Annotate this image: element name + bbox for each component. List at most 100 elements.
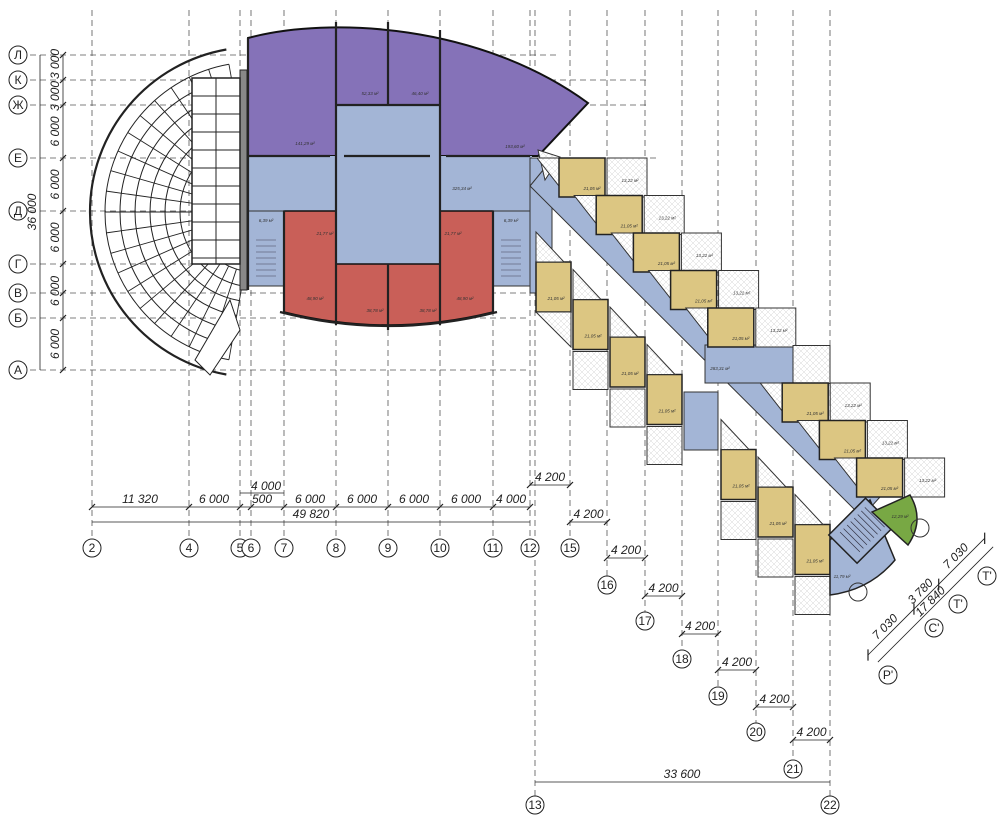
- dim-col-total: 49 820: [293, 507, 330, 521]
- corridor-bay: [704, 344, 794, 384]
- balcony: [794, 576, 831, 615]
- dim-wing-total: 33 600: [664, 767, 701, 781]
- balcony-area-label: 13,22 м²: [919, 478, 937, 483]
- row-axis-label: Б: [14, 311, 22, 325]
- dim-tick: [641, 554, 649, 562]
- axis-diag-bubble: [977, 566, 997, 586]
- facade-wall: [239, 69, 248, 291]
- dim-tick: [789, 703, 797, 711]
- column-axis-label: 11: [487, 541, 500, 555]
- dim-tick: [59, 76, 67, 84]
- dim-tick: [59, 51, 67, 59]
- dim-col-g: 6 000: [451, 492, 481, 506]
- row-axis-bubble: [8, 45, 28, 65]
- bathroom: [609, 305, 640, 338]
- dim-col-c-top: 4 000: [251, 479, 281, 493]
- column-axis-label: 6: [248, 541, 255, 555]
- diag-axis-bubbles: Р' С' Т' Т': [878, 566, 997, 685]
- dim-tick: [59, 207, 67, 215]
- dim-tick: [59, 260, 67, 268]
- balcony: [829, 382, 871, 423]
- area-purple-right: 193,60 м²: [505, 144, 525, 149]
- end-stair-block: 12,29 м² 11,79 м²: [827, 494, 930, 602]
- door-swing: [910, 518, 930, 538]
- area-stair-left: 6,39 м²: [259, 218, 274, 223]
- balcony: [534, 311, 572, 349]
- area-red-small-left: 21,77 м²: [315, 231, 334, 236]
- row-axis-bubble: [8, 70, 28, 90]
- column-axis-label: 22: [823, 798, 837, 812]
- dim-tick: [526, 503, 534, 511]
- bathroom: [646, 343, 677, 375]
- column-axis-bubble: [274, 538, 294, 558]
- row-axis-bubble: [8, 148, 28, 168]
- column-axis-bubble: [179, 538, 199, 558]
- column-axis-bubble: [820, 795, 840, 815]
- balcony-area-label: 13,22 м²: [770, 328, 788, 333]
- unit-area-label: 21,05 м²: [880, 486, 899, 491]
- unit-area-label: 21,05 м²: [731, 336, 750, 341]
- dim-row-segment: 6 000: [48, 329, 62, 359]
- corridor-bay-lower: [683, 391, 719, 451]
- door-swing: [848, 582, 868, 602]
- dim-col-d: 6 000: [295, 492, 325, 506]
- dim-tick: [826, 736, 834, 744]
- balcony: [720, 501, 757, 540]
- column-axis-label: 5: [237, 541, 244, 555]
- unit-area-label: 21,05 м²: [843, 449, 862, 454]
- dim-tick: [641, 592, 649, 600]
- bathroom: [535, 230, 566, 263]
- dim-tick: [489, 503, 497, 511]
- dim-col-f: 6 000: [399, 492, 429, 506]
- balcony: [755, 307, 797, 348]
- dim-tick: [603, 518, 611, 526]
- column-axis-label: 20: [749, 725, 763, 739]
- row-axis-label: А: [14, 363, 22, 377]
- row-axis-bubble: [8, 283, 28, 303]
- dim-tick: [280, 503, 288, 511]
- area-purple-mid2: 46,40 м²: [411, 91, 429, 96]
- seating-radial-line: [110, 170, 198, 196]
- axis-diag-3: Т': [982, 569, 992, 583]
- row-axis-bubble: [8, 201, 28, 221]
- column-axis-label: 16: [600, 578, 614, 592]
- dim-step-label: 4 200: [796, 725, 826, 739]
- area-red-mid2: 38,78 м²: [419, 308, 437, 313]
- residential-wing: 21,05 м² 13,22 м² 21,05 м² 13,22 м² 21,05 м²…: [529, 149, 946, 615]
- walls: [246, 22, 530, 330]
- seating-radial-line: [117, 235, 201, 274]
- axis-diag-bubble: [924, 618, 944, 638]
- dim-tick: [789, 736, 797, 744]
- unit-area-label: 21,05 м²: [620, 224, 639, 229]
- unit-area-label: 21,05 м²: [583, 334, 602, 339]
- bathroom: [720, 418, 751, 450]
- dim-tick: [88, 503, 96, 511]
- dim-tick: [678, 630, 686, 638]
- balcony-area-label: 13,22 м²: [621, 178, 639, 183]
- column-axis-label: 8: [333, 541, 340, 555]
- bathroom: [757, 455, 788, 488]
- axis-diag-bubble: [878, 665, 898, 685]
- balcony: [680, 232, 722, 273]
- unit-area-label: 21,05 м²: [620, 371, 639, 376]
- column-axis-label: 21: [786, 762, 800, 776]
- unit-area-label: 21,05 м²: [806, 411, 825, 416]
- area-stair-right: 6,39 м²: [504, 218, 519, 223]
- row-axis-label: Е: [14, 151, 22, 165]
- unit-room: [757, 486, 794, 538]
- dim-tick: [332, 503, 340, 511]
- column-axis-bubble: [746, 722, 766, 742]
- auditorium-exit: [194, 298, 241, 376]
- area-corridor: 283,31 м²: [709, 366, 730, 371]
- dim-tick: [436, 503, 444, 511]
- column-axis-label: 17: [638, 614, 652, 628]
- dim-tick: [247, 503, 255, 511]
- balcony: [606, 157, 648, 198]
- column-axis-label: 10: [433, 541, 447, 555]
- column-axis-label: 12: [523, 541, 537, 555]
- balcony: [646, 426, 683, 465]
- column-axis-bubble: [430, 538, 450, 558]
- column-axis-bubble: [241, 538, 261, 558]
- area-red-left: 48,90 м²: [306, 296, 324, 301]
